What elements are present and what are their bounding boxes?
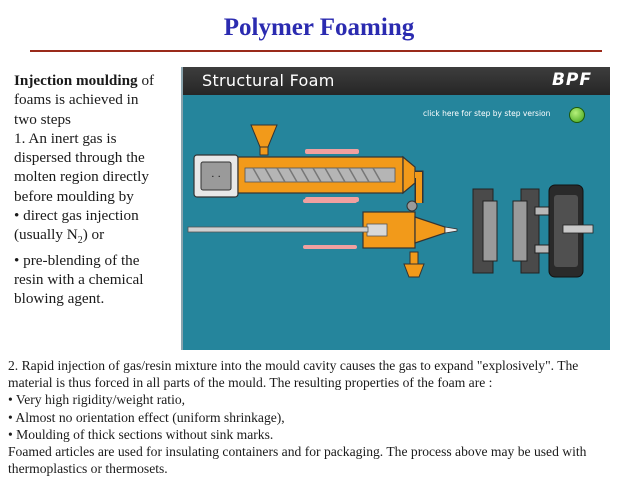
intro-line-4: 1. An inert gas is	[14, 129, 117, 147]
intro-line-8: • direct gas injection	[14, 207, 139, 225]
details-line-3: • Very high rigidity/weight ratio,	[8, 392, 186, 408]
details-line-1: 2. Rapid injection of gas/resin mixture …	[8, 358, 579, 373]
details-line-4: • Almost no orientation effect (uniform …	[8, 409, 285, 425]
intro-bold-term: Injection moulding	[14, 72, 138, 89]
valve-icon	[406, 200, 418, 212]
title-divider	[30, 50, 602, 52]
details-line-7: thermoplastics or thermosets.	[8, 461, 168, 477]
animation-header: Structural Foam BPF	[183, 67, 610, 95]
intro-line-11: resin with a chemical	[14, 271, 144, 288]
intro-line-9: (usually N2) or	[14, 225, 182, 250]
gas-inlet	[403, 263, 425, 278]
intro-line-9-post: ) or	[82, 226, 105, 244]
intro-line-5: dispersed through the	[14, 149, 145, 167]
intro-line-3: two steps	[14, 110, 71, 128]
machine-diagram: · ·	[187, 124, 594, 278]
details-text: 2. Rapid injection of gas/resin mixture …	[8, 357, 632, 477]
slide-title: Polymer Foaming	[223, 14, 415, 41]
intro-line-1-rest: of	[137, 72, 155, 89]
brand-logo: BPF	[551, 70, 592, 90]
details-line-5: • Moulding of thick sections without sin…	[8, 426, 274, 442]
animation-title: Structural Foam	[202, 71, 335, 90]
step-by-step-link[interactable]: click here for step by step version	[423, 109, 551, 118]
structural-foam-animation[interactable]: · ·	[181, 67, 610, 350]
intro-line-2: foams is achieved in	[14, 91, 139, 109]
hopper-icon	[250, 124, 278, 148]
intro-line-6: molten region directly	[14, 168, 149, 186]
intro-line-10: • pre-blending of the	[14, 251, 140, 269]
nozzle	[414, 216, 446, 244]
intro-line-9-pre: (usually N	[14, 226, 78, 244]
intro-line-12: blowing agent.	[14, 290, 105, 308]
play-icon[interactable]	[569, 107, 585, 123]
details-line-2: material is thus forced in all parts of …	[8, 375, 493, 391]
details-line-6: Foamed articles are used for insulating …	[8, 444, 587, 460]
intro-line-7: before moulding by	[14, 187, 134, 205]
svg-text:· ·: · ·	[211, 172, 221, 183]
intro-line-1: Injection moulding of	[14, 71, 182, 90]
intro-text: Injection moulding of foams is achieved …	[14, 71, 182, 309]
intro-subscript: 2	[77, 235, 83, 247]
plunger-rod	[187, 226, 369, 233]
heater-band	[305, 149, 359, 154]
